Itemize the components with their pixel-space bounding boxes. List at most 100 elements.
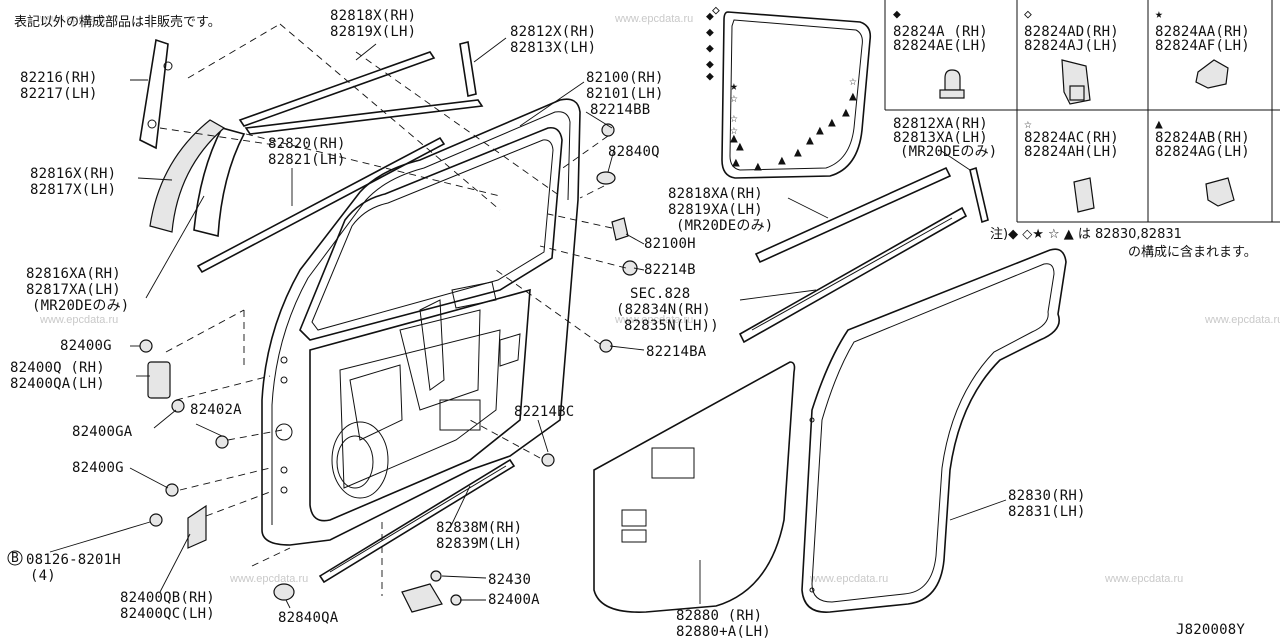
svg-text:◆: ◆ — [706, 9, 714, 24]
label-82812xa-rh: 82812XA(RH) — [893, 116, 988, 132]
door-weatherstrip — [801, 248, 1067, 613]
label-82838m-rh: 82838M(RH) — [436, 520, 522, 536]
label-82100-rh: 82100(RH) — [586, 70, 664, 86]
inset-cell-82824ab: ▲ 82824AB(RH) 82824AG(LH) — [1155, 117, 1250, 207]
watermark: www.epcdata.ru — [229, 573, 308, 585]
svg-text:▲: ▲ — [816, 123, 824, 138]
svg-text:▲: ▲ — [732, 155, 740, 170]
label-82824ab-rh: 82824AB(RH) — [1155, 130, 1250, 146]
svg-text:◇: ◇ — [1024, 7, 1032, 22]
diagram-id: J820008Y — [1176, 622, 1245, 638]
svg-text:▲: ▲ — [794, 145, 802, 160]
label-82818x-rh: 82818X(RH) — [330, 8, 416, 24]
label-82214bc: 82214BC — [514, 404, 574, 420]
label-82816x-rh: 82816X(RH) — [30, 166, 116, 182]
label-82816x-lh: 82817X(LH) — [30, 182, 116, 198]
label-82818xa-rh: 82818XA(RH) — [668, 186, 763, 202]
svg-text:☆: ☆ — [730, 91, 738, 106]
label-82824ad-rh: 82824AD(RH) — [1024, 24, 1119, 40]
label-82824a-rh: 82824A (RH) — [893, 24, 988, 40]
side-moldings — [318, 166, 968, 584]
label-82812xa-note: (MR20DEのみ) — [900, 144, 997, 160]
label-82400qc-lh: 82400QC(LH) — [120, 606, 215, 622]
label-82880a-lh: 82880+A(LH) — [676, 624, 771, 640]
label-82214bb: 82214BB — [590, 102, 650, 118]
watermark: www.epcdata.ru — [614, 13, 693, 25]
upper-moldings — [139, 38, 484, 274]
inset-cell-82824ad: ◇ 82824AD(RH) 82824AJ(LH) — [1024, 7, 1119, 105]
label-82812xa-lh: 82813XA(LH) — [893, 130, 988, 146]
label-82831-lh: 82831(LH) — [1008, 504, 1086, 520]
label-82812x-lh: 82813X(LH) — [510, 40, 596, 56]
inset-cell-82812xa: 82812XA(RH) 82813XA(LH) (MR20DEのみ) — [893, 116, 997, 224]
label-82820-lh: 82821(LH) — [268, 152, 346, 168]
inset-door-seal: ◆ ◆ ◆ ◆ ◆ ◇ ★ ☆ ☆ ☆ ☆ ▲ ▲ ▲ ▲ ▲ ▲ ▲ ▲ ▲ … — [706, 3, 872, 179]
watermark: www.epcdata.ru — [1204, 314, 1280, 326]
inset-cell-82824aa: ★ 82824AA(RH) 82824AF(LH) — [1155, 7, 1250, 89]
svg-text:◇: ◇ — [712, 3, 720, 18]
svg-text:☆: ☆ — [1024, 117, 1032, 132]
label-82400g-a: 82400G — [60, 338, 112, 354]
note-top: 表記以外の構成部品は非販売です。 — [14, 14, 221, 30]
label-sec828: SEC.828 — [630, 286, 690, 302]
circled-b-icon — [7, 550, 23, 566]
svg-text:◆: ◆ — [706, 41, 714, 56]
dashed-leaders — [159, 23, 627, 596]
watermark: www.epcdata.ru — [809, 573, 888, 585]
svg-text:☆: ☆ — [730, 123, 738, 138]
label-82400qb-rh: 82400QB(RH) — [120, 590, 215, 606]
label-82400q-lh: 82400QA(LH) — [10, 376, 105, 392]
label-08126-qty: (4) — [30, 568, 56, 584]
label-82880-rh: 82880 (RH) — [676, 608, 762, 624]
part-labels: 82818X(RH) 82819X(LH) 82812X(RH) 82813X(… — [7, 8, 1086, 640]
label-08126: 08126-8201H — [26, 552, 121, 568]
inset-markers: ◆ ◆ ◆ ◆ ◆ ◇ ★ ☆ ☆ ☆ ☆ ▲ ▲ ▲ ▲ ▲ ▲ ▲ ▲ ▲ … — [706, 3, 857, 174]
label-82100h: 82100H — [644, 236, 696, 252]
label-82824aa-rh: 82824AA(RH) — [1155, 24, 1250, 40]
inset-grid — [884, 0, 1280, 223]
circled-b-letter: B — [11, 551, 19, 566]
svg-text:▲: ▲ — [806, 133, 814, 148]
label-82840qa: 82840QA — [278, 610, 339, 626]
label-82400g-b: 82400G — [72, 460, 124, 476]
svg-text:◆: ◆ — [706, 25, 714, 40]
label-82824ad-lh: 82824AJ(LH) — [1024, 38, 1119, 54]
door-trim-panel — [593, 361, 796, 613]
label-82430: 82430 — [488, 572, 531, 588]
watermark: www.epcdata.ru — [614, 314, 693, 326]
svg-text:▲: ▲ — [828, 115, 836, 130]
label-82214ba: 82214BA — [646, 344, 707, 360]
label-82818xa-note: (MR20DEのみ) — [676, 218, 773, 234]
leader-lines — [49, 37, 1007, 609]
svg-text:▲: ▲ — [849, 89, 857, 104]
svg-text:▲: ▲ — [1155, 117, 1163, 132]
note-bottom-2: の構成に含まれます。 — [1128, 244, 1257, 260]
door-shell — [261, 98, 581, 546]
label-82824a-lh: 82824AE(LH) — [893, 38, 988, 54]
label-82214b: 82214B — [644, 262, 696, 278]
label-82400ga: 82400GA — [72, 424, 133, 440]
watermark-layer: www.epcdata.ru www.epcdata.ru www.epcdat… — [39, 13, 1280, 585]
label-82816xa-lh: 82817XA(LH) — [26, 282, 121, 298]
watermark: www.epcdata.ru — [39, 13, 118, 25]
fasteners — [139, 123, 638, 613]
label-82824ac-lh: 82824AH(LH) — [1024, 144, 1119, 160]
label-82400a: 82400A — [488, 592, 540, 608]
inset-cell-82824ac: ☆ 82824AC(RH) 82824AH(LH) — [1024, 117, 1119, 213]
label-82100-lh: 82101(LH) — [586, 86, 664, 102]
label-82824ab-lh: 82824AG(LH) — [1155, 144, 1250, 160]
label-82830-rh: 82830(RH) — [1008, 488, 1086, 504]
label-82812x-rh: 82812X(RH) — [510, 24, 596, 40]
svg-text:◆: ◆ — [706, 69, 714, 84]
label-82818x-lh: 82819X(LH) — [330, 24, 416, 40]
label-82824aa-lh: 82824AF(LH) — [1155, 38, 1250, 54]
label-82840q: 82840Q — [608, 144, 660, 160]
svg-text:▲: ▲ — [754, 159, 762, 174]
inset-cell-82824a: ◆ 82824A (RH) 82824AE(LH) — [893, 7, 988, 99]
svg-text:☆: ☆ — [730, 111, 738, 126]
label-82402a: 82402A — [190, 402, 242, 418]
label-82839m-lh: 82839M(LH) — [436, 536, 522, 552]
svg-text:★: ★ — [730, 79, 738, 94]
